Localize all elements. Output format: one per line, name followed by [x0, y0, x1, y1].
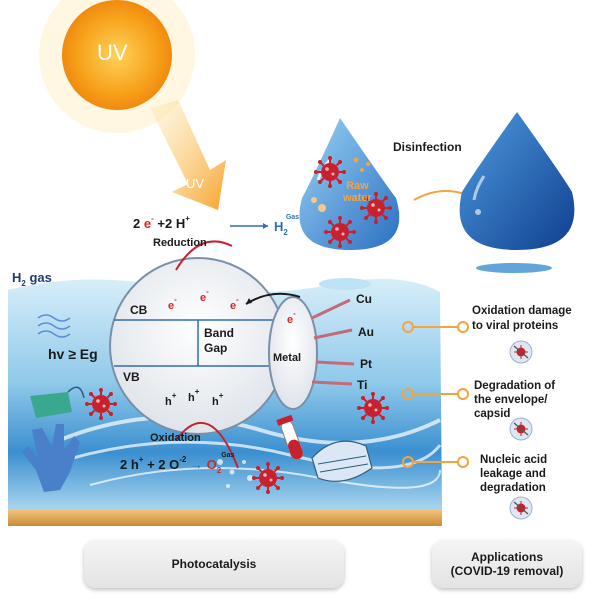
virus-icon	[323, 215, 357, 249]
sand-layer	[8, 510, 442, 526]
vb-label: VB	[123, 370, 140, 384]
photocatalysis-footer: Photocatalysis	[84, 540, 344, 588]
application-text-3: Nucleic acid leakage and degradation	[480, 454, 548, 494]
reduction-product: H2Gas	[274, 214, 300, 237]
metal-electron: e-	[287, 309, 296, 326]
vb-hole: h+	[212, 391, 224, 408]
sun	[39, 0, 195, 133]
metal-cu: Cu	[356, 292, 372, 306]
sun-label: UV	[97, 40, 128, 65]
bubbles	[217, 459, 253, 488]
excitation-label: hv ≥ Eg	[48, 346, 98, 362]
virus-icon	[251, 461, 285, 495]
test-tube-icon	[276, 414, 304, 460]
applications-footer: Applications (COVID-19 removal)	[432, 540, 582, 588]
metal-label: Metal	[273, 352, 302, 364]
face-mask-icon-2	[311, 440, 373, 482]
oxidation-arc	[175, 421, 239, 469]
metal-pt: Pt	[360, 357, 372, 371]
application-connectors	[402, 321, 469, 468]
reduction-equation: 2 e- +2 H+	[133, 214, 190, 231]
metal-ti: Ti	[357, 378, 368, 392]
band-gap-label: Band Gap	[204, 326, 234, 355]
damaged-virus-icon	[509, 340, 533, 364]
application-text-2: Degradation of the envelope/ capsid	[474, 380, 556, 420]
face-mask-icon	[30, 386, 85, 418]
virus-icon	[313, 155, 347, 189]
vb-hole: h+	[188, 387, 200, 404]
uv-arrow-label: UV	[186, 176, 205, 191]
metal-arrows	[311, 298, 355, 386]
cb-electron: e-	[230, 295, 239, 312]
virus-icon	[356, 391, 390, 425]
waves	[49, 415, 442, 489]
application-text-1: Oxidation damage to viral proteins	[472, 305, 572, 332]
reduction-label: Reduction	[153, 237, 207, 249]
oxidation-equation: 2 h+ + 2 O-2 → O2Gas	[120, 452, 235, 475]
h2-gas-label: H2 gas	[12, 270, 52, 288]
oxidation-label: Oxidation	[150, 432, 201, 444]
clean-water-droplet	[459, 112, 575, 250]
vb-hole: h+	[165, 391, 177, 408]
cb-electron: e-	[168, 295, 177, 312]
droplet-shadow	[476, 263, 552, 273]
damaged-virus-icon	[509, 496, 533, 520]
virus-icon	[84, 387, 118, 421]
damaged-virus-icon	[509, 417, 533, 441]
uv-arrow	[150, 100, 226, 210]
reduction-arc	[175, 240, 233, 271]
photocatalyst-particle	[109, 257, 287, 435]
metal-particle	[268, 296, 318, 410]
metal-au: Au	[358, 325, 374, 339]
disinfection-label: Disinfection	[393, 140, 462, 154]
raw-water-label: Raw water	[343, 180, 372, 204]
wind-lines	[37, 314, 71, 338]
cb-electron: e-	[200, 287, 209, 304]
water-ripple	[319, 278, 371, 290]
particles	[311, 157, 370, 212]
cb-label: CB	[130, 303, 148, 317]
glove-icon	[22, 424, 80, 492]
